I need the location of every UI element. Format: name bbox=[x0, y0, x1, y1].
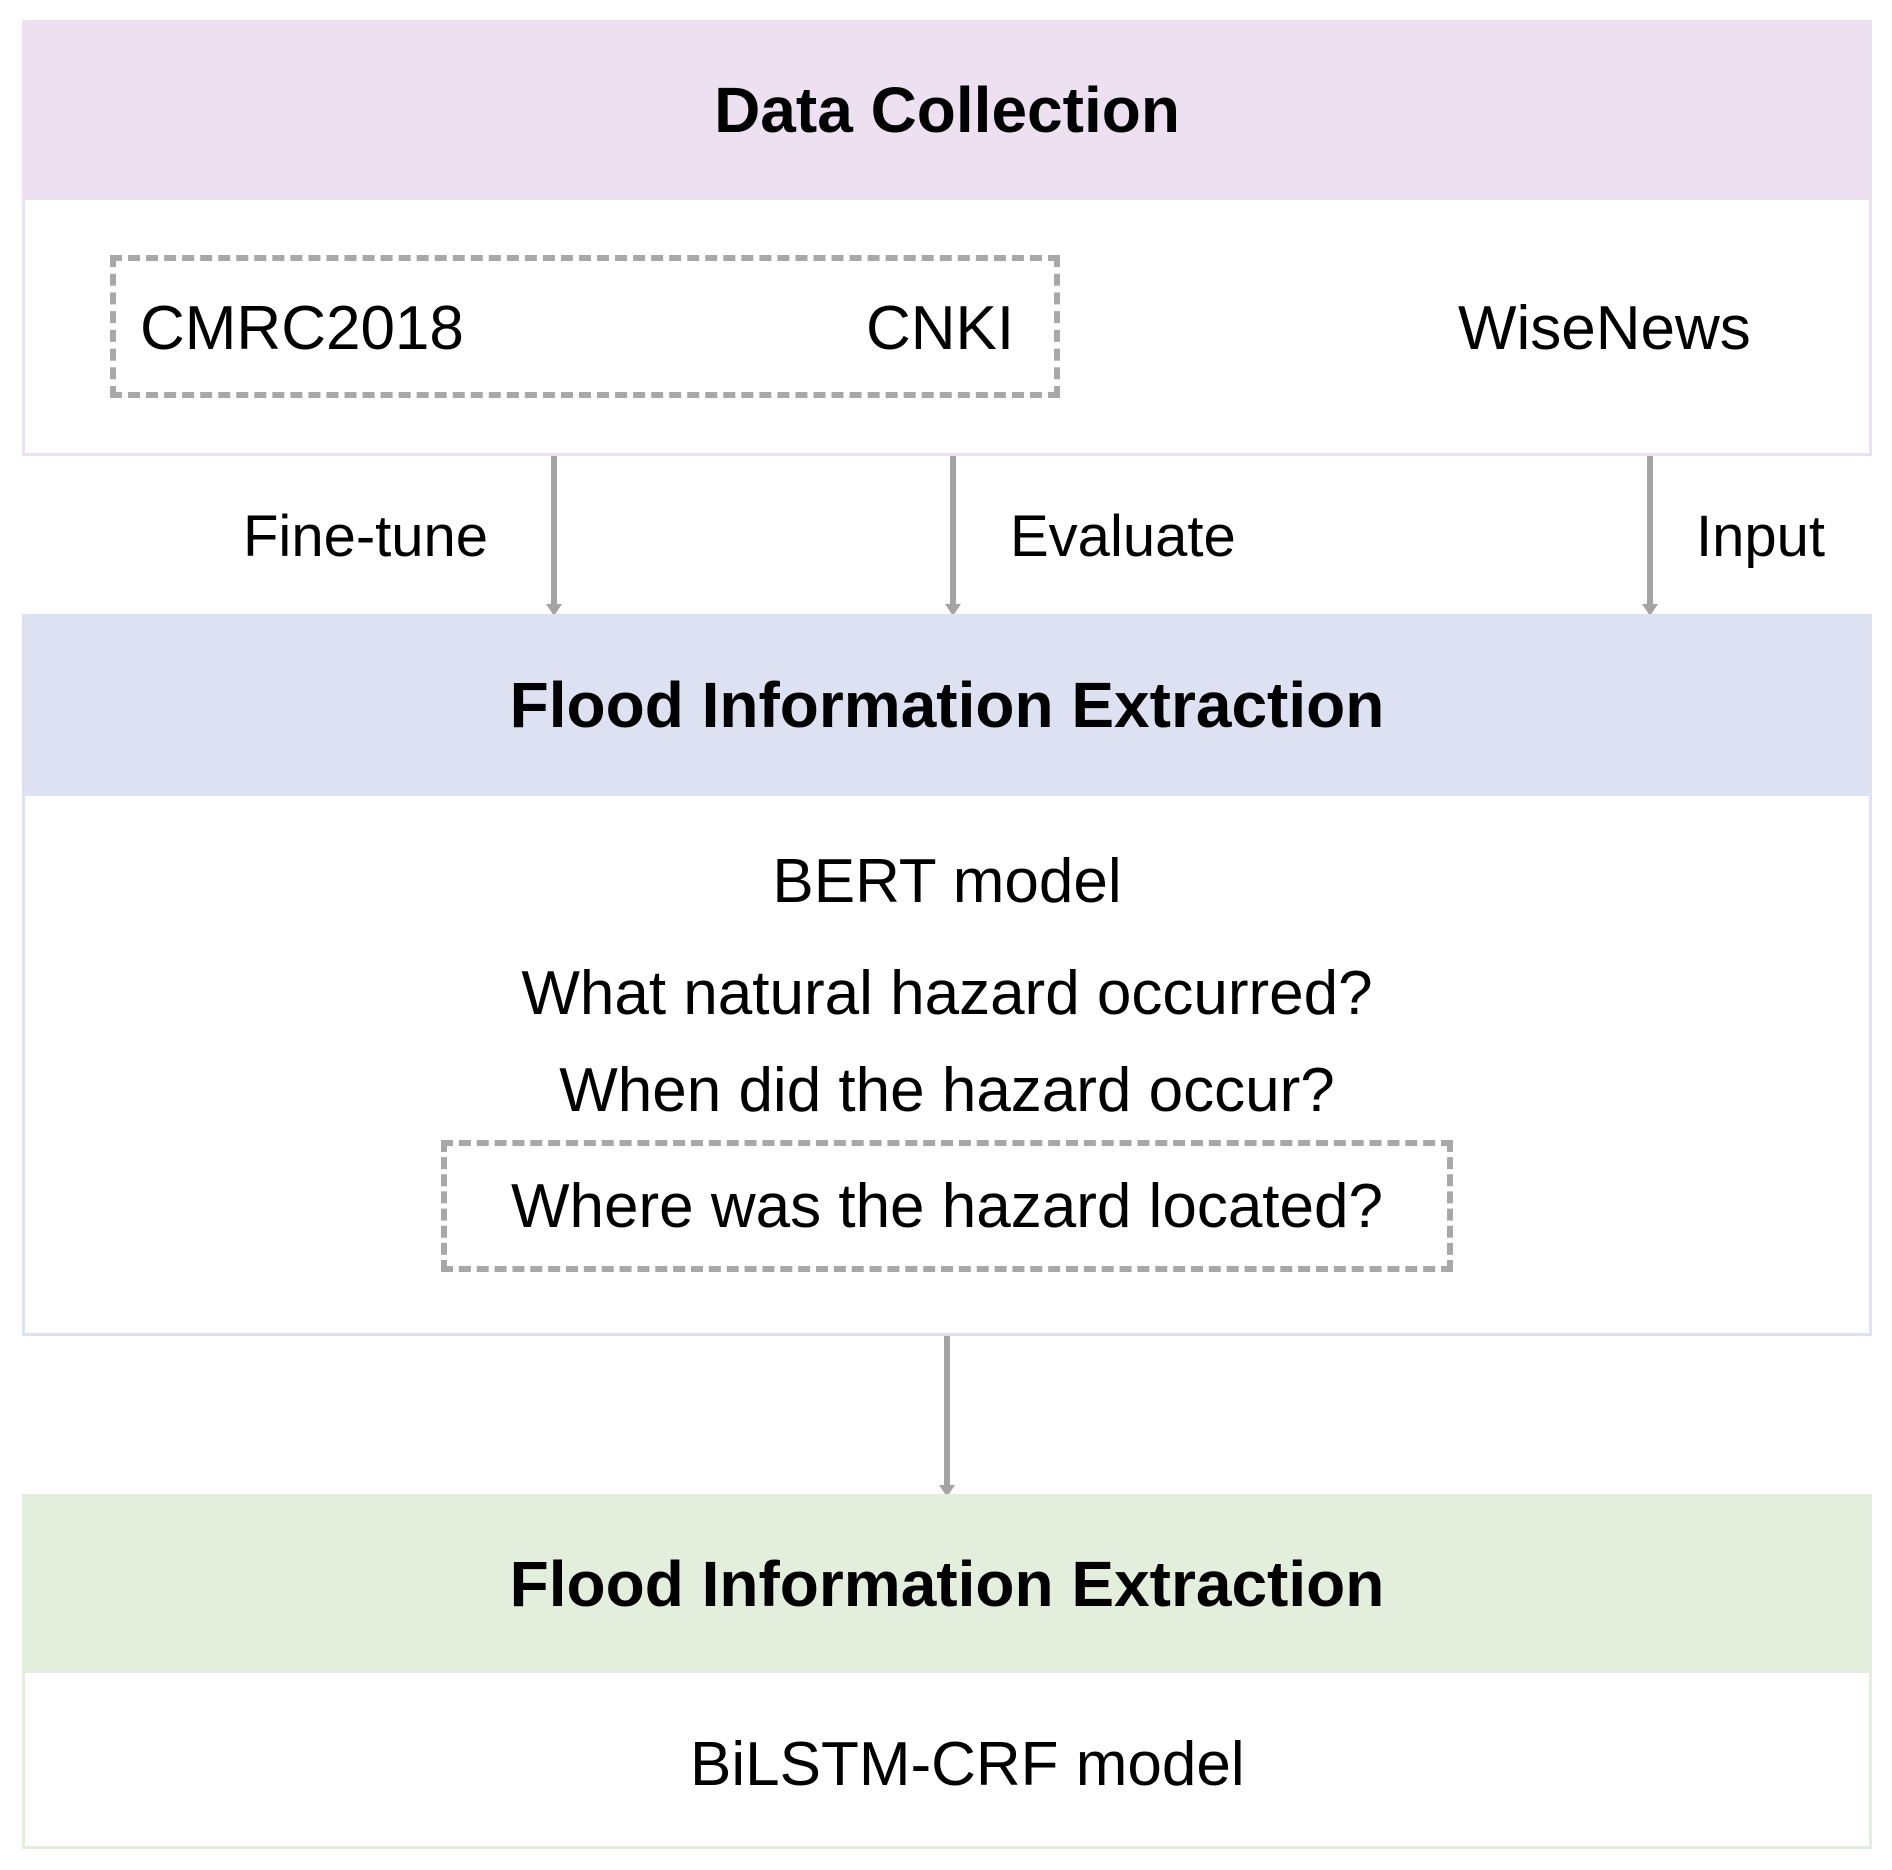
question-where-box bbox=[441, 1140, 1453, 1272]
bert-to-bilstm-arrow-line bbox=[944, 1336, 950, 1489]
bert-model-label: BERT model bbox=[772, 847, 1122, 916]
bilstm-model-label: BiLSTM-CRF model bbox=[690, 1730, 1245, 1799]
question-where: Where was the hazard located? bbox=[511, 1172, 1383, 1241]
bilstm-extraction-title: Flood Information Extraction bbox=[509, 1547, 1385, 1620]
input-arrow-line bbox=[1647, 456, 1653, 608]
input-arrowhead bbox=[1642, 604, 1658, 616]
bert-extraction-title: Flood Information Extraction bbox=[509, 669, 1385, 741]
bert-extraction-body bbox=[22, 796, 1872, 1336]
data-collection-header: Data Collection bbox=[22, 20, 1872, 200]
question-what: What natural hazard occurred? bbox=[521, 959, 1373, 1028]
evaluate-label: Evaluate bbox=[1010, 504, 1236, 569]
source-wisenews: WiseNews bbox=[1458, 294, 1751, 363]
source-cnki: CNKI bbox=[866, 294, 1015, 363]
finetune-arrowhead bbox=[546, 604, 562, 616]
bert-extraction-header: Flood Information Extraction bbox=[22, 614, 1872, 796]
bilstm-extraction-body bbox=[22, 1673, 1872, 1849]
data-collection-body bbox=[22, 200, 1872, 456]
finetune-arrow-line bbox=[551, 456, 557, 608]
evaluate-arrowhead bbox=[945, 604, 961, 616]
evaluate-arrow-line bbox=[950, 456, 956, 608]
bilstm-extraction-header: Flood Information Extraction bbox=[22, 1494, 1872, 1673]
data-collection-title: Data Collection bbox=[714, 74, 1180, 146]
finetune-evaluate-sources-box bbox=[110, 255, 1060, 398]
question-when: When did the hazard occur? bbox=[559, 1056, 1335, 1125]
finetune-label: Fine-tune bbox=[243, 504, 489, 569]
source-cmrc2018: CMRC2018 bbox=[140, 294, 464, 363]
input-label: Input bbox=[1696, 504, 1825, 569]
